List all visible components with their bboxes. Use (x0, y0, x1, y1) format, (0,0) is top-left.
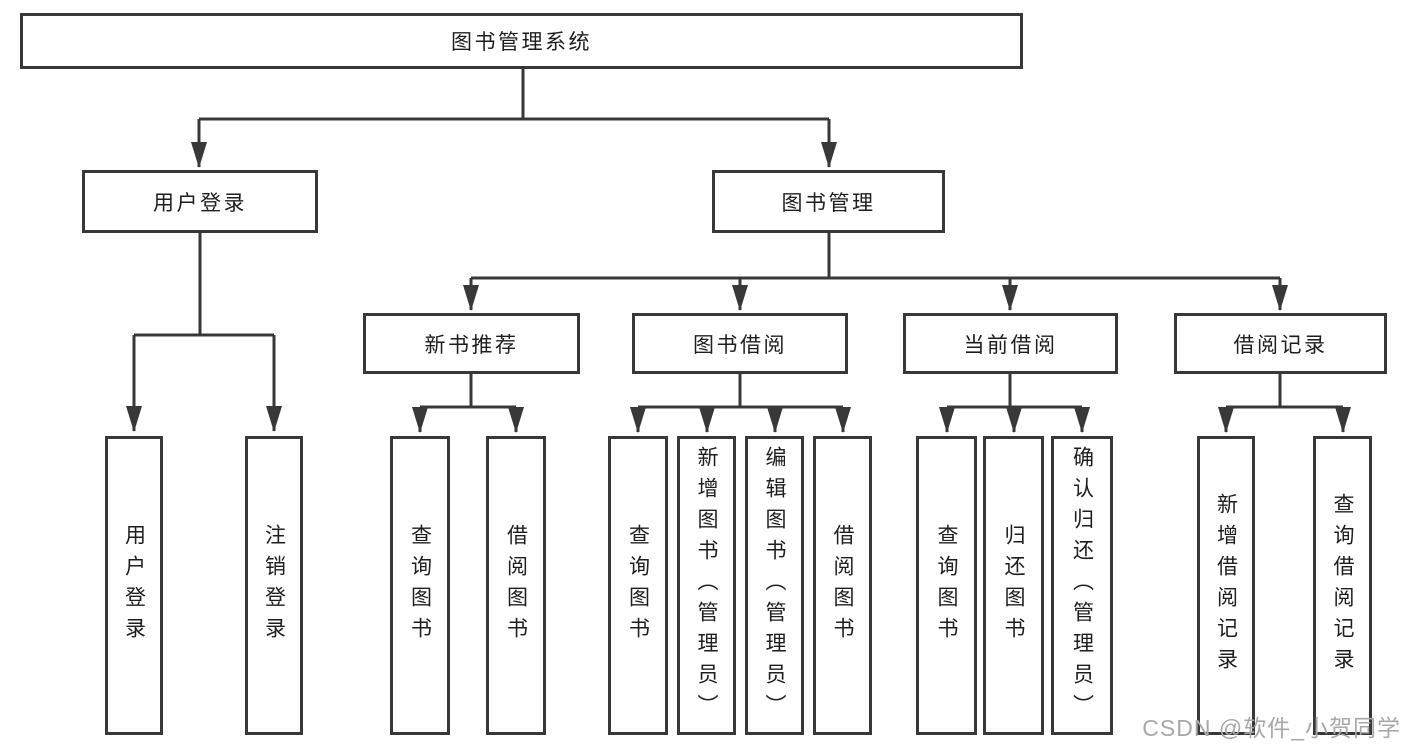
leaf-borrow-add-books-admin: 新增图书（管理员） (677, 436, 736, 735)
node-library-system-label: 图书管理系统 (451, 31, 592, 54)
leaf-current-confirm-return-admin-label: 确认归还（管理员） (1070, 446, 1094, 725)
leaf-recommend-borrow-books-label: 借阅图书 (504, 523, 528, 648)
leaf-user-login: 用户登录 (105, 436, 163, 735)
node-book-management-label: 图书管理 (781, 191, 876, 215)
node-user-login: 用户登录 (82, 170, 318, 233)
leaf-borrow-add-books-admin-label: 新增图书（管理员） (695, 446, 719, 725)
edge-newrec-branch (420, 374, 516, 409)
edge-root-branch (199, 69, 829, 121)
node-borrow-records: 借阅记录 (1174, 313, 1387, 374)
leaf-borrow-edit-books-admin-label: 编辑图书（管理员） (763, 446, 787, 725)
leaf-recommend-query-books: 查询图书 (390, 436, 450, 735)
csdn-watermark: CSDN @软件_小贺同学 (1142, 715, 1401, 741)
node-current-borrow: 当前借阅 (903, 313, 1118, 374)
leaf-current-return-books-label: 归还图书 (1002, 523, 1026, 648)
edge-records-branch (1226, 374, 1343, 409)
edge-current-branch (947, 374, 1082, 409)
leaf-borrow-edit-books-admin: 编辑图书（管理员） (745, 436, 804, 735)
node-new-book-recommend-label: 新书推荐 (424, 333, 519, 357)
leaf-recommend-borrow-books: 借阅图书 (486, 436, 546, 735)
node-user-login-label: 用户登录 (153, 191, 247, 215)
leaf-records-query-record: 查询借阅记录 (1313, 436, 1372, 735)
leaf-borrow-query-books: 查询图书 (608, 436, 668, 735)
leaf-borrow-borrow-books: 借阅图书 (813, 436, 872, 735)
leaf-borrow-borrow-books-label: 借阅图书 (831, 523, 855, 648)
leaf-user-login-label: 用户登录 (122, 523, 146, 648)
node-book-borrow: 图书借阅 (632, 313, 848, 374)
edge-mgmt-branch (471, 233, 1280, 280)
edge-borrow-branch (638, 374, 843, 409)
leaf-current-query-books-label: 查询图书 (935, 523, 959, 648)
node-current-borrow-label: 当前借阅 (963, 333, 1058, 357)
leaf-current-confirm-return-admin: 确认归还（管理员） (1051, 436, 1113, 735)
edge-login-branch (134, 233, 274, 337)
leaf-borrow-query-books-label: 查询图书 (626, 523, 650, 648)
node-borrow-records-label: 借阅记录 (1233, 333, 1328, 357)
leaf-records-add-record: 新增借阅记录 (1197, 436, 1255, 735)
leaf-logout-label: 注销登录 (262, 523, 286, 648)
node-book-borrow-label: 图书借阅 (693, 333, 787, 357)
node-book-management: 图书管理 (712, 170, 945, 233)
node-new-book-recommend: 新书推荐 (363, 313, 580, 374)
leaf-recommend-query-books-label: 查询图书 (408, 523, 432, 648)
leaf-records-add-record-label: 新增借阅记录 (1214, 492, 1238, 679)
leaf-logout: 注销登录 (245, 436, 303, 735)
node-library-system: 图书管理系统 (20, 13, 1023, 69)
leaf-current-query-books: 查询图书 (916, 436, 977, 735)
leaf-records-query-record-label: 查询借阅记录 (1331, 492, 1355, 679)
leaf-current-return-books: 归还图书 (983, 436, 1044, 735)
